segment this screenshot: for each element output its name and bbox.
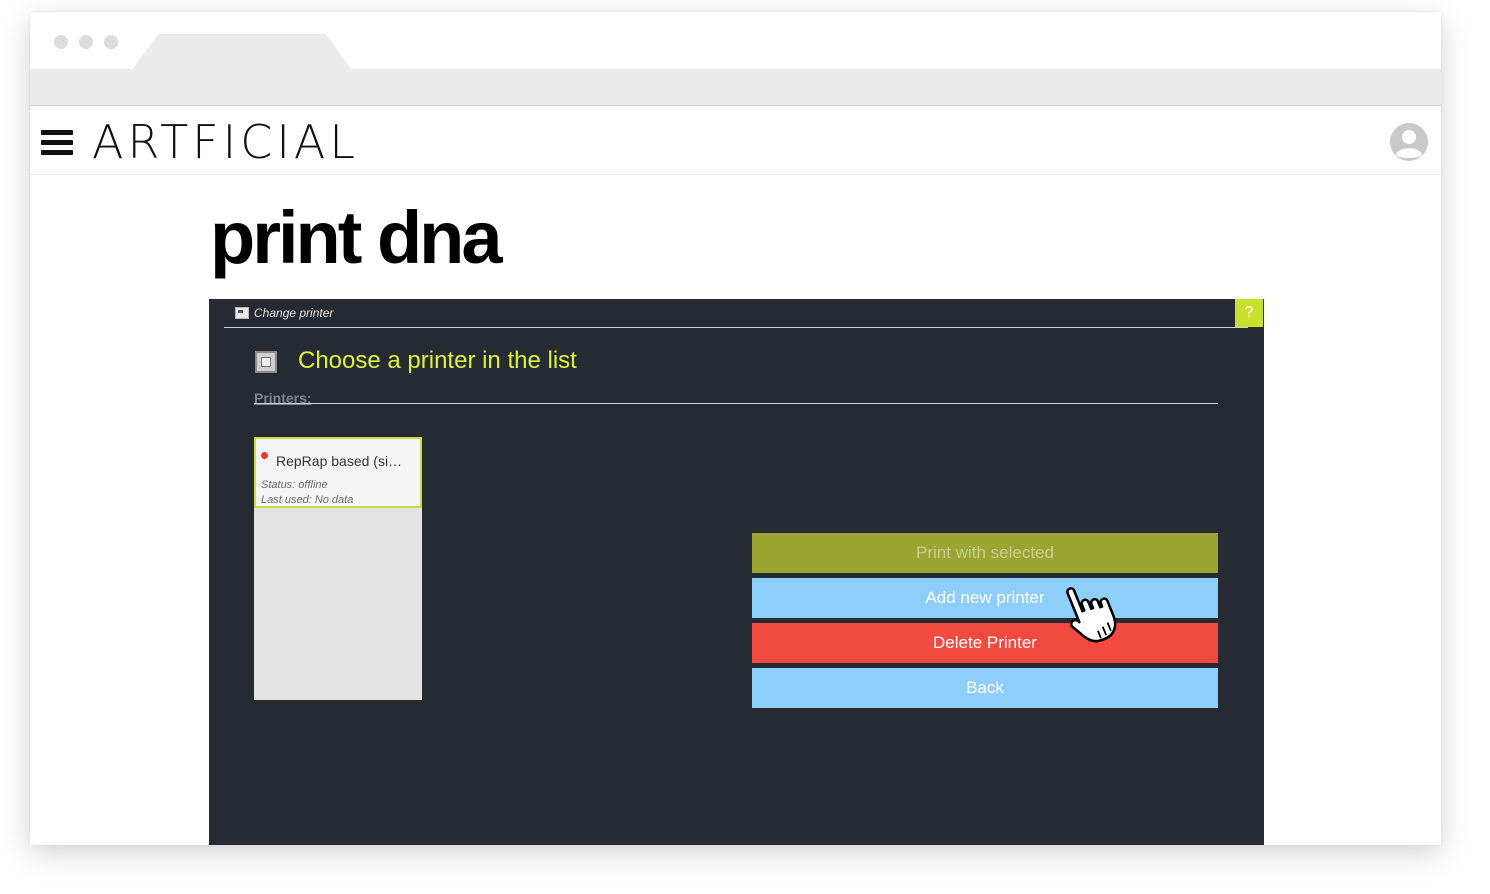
printer-frame-icon	[255, 351, 277, 373]
address-bar[interactable]	[30, 69, 1441, 106]
add-new-printer-button[interactable]: Add new printer	[752, 578, 1218, 618]
printer-list[interactable]: RepRap based (si… Status: offline Last u…	[254, 437, 422, 700]
app-header: ARTFICIAL	[30, 106, 1441, 175]
browser-tab[interactable]	[132, 34, 352, 70]
delete-printer-button[interactable]: Delete Printer	[752, 623, 1218, 663]
printers-label: Printers:	[254, 390, 312, 406]
window-dot-icon[interactable]	[54, 35, 68, 49]
printer-status: Status: offline	[261, 479, 328, 491]
panel-header-title: Change printer	[254, 306, 334, 320]
browser-window: ARTFICIAL print dna Change printer ? Cho…	[30, 12, 1441, 845]
divider	[254, 403, 1218, 404]
back-button[interactable]: Back	[752, 668, 1218, 708]
change-printer-panel: Change printer ? Choose a printer in the…	[209, 299, 1264, 845]
browser-chrome	[30, 12, 1441, 106]
panel-header: Change printer ?	[224, 299, 1263, 328]
brand-logo[interactable]: ARTFICIAL	[92, 115, 359, 169]
print-with-selected-button[interactable]: Print with selected	[752, 533, 1218, 573]
window-dot-icon[interactable]	[104, 35, 118, 49]
action-buttons: Print with selected Add new printer Dele…	[752, 533, 1218, 713]
printer-name: RepRap based (si…	[276, 453, 403, 469]
section-title: Choose a printer in the list	[298, 347, 577, 374]
page-title: print dna	[210, 196, 503, 279]
printer-list-item[interactable]: RepRap based (si… Status: offline Last u…	[254, 437, 422, 508]
help-button[interactable]: ?	[1235, 299, 1263, 327]
window-icon	[235, 307, 249, 319]
status-dot-icon	[261, 452, 268, 459]
printer-last-used: Last used: No data	[261, 494, 354, 506]
window-dot-icon[interactable]	[79, 35, 93, 49]
user-avatar-icon[interactable]	[1389, 122, 1429, 162]
hamburger-menu-icon[interactable]	[41, 130, 73, 155]
